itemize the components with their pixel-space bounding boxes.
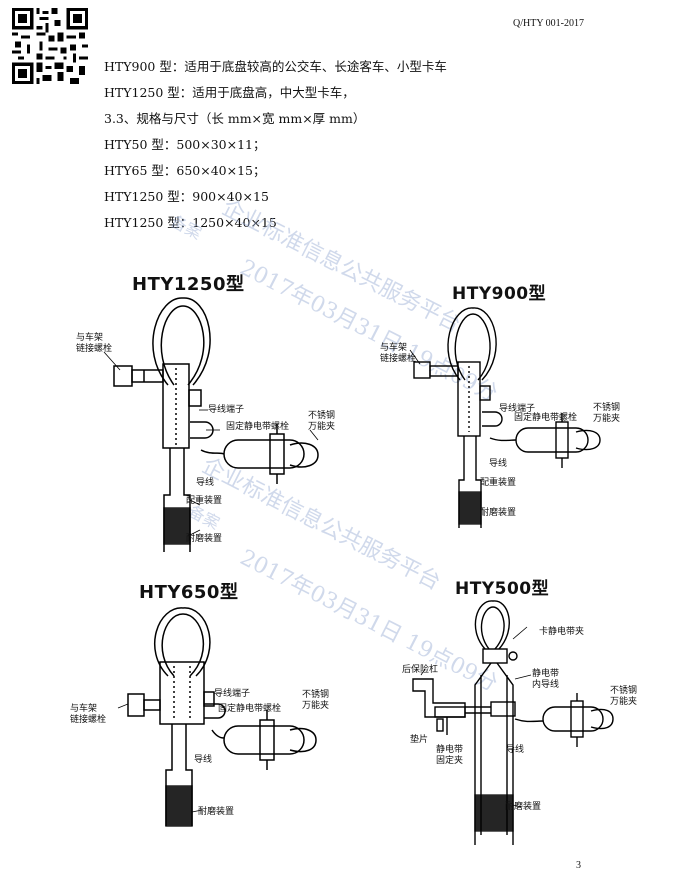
label-inner-wire: 静电带内导线: [532, 669, 560, 690]
doc-code: Q/HTY 001-2017: [512, 18, 584, 29]
body-line: HTY65 型：650×40×15；: [104, 163, 266, 178]
label-wire: 导线: [194, 755, 213, 765]
label-terminal: 导线端子: [499, 404, 536, 414]
label-strap-clamp: 静电带固定夹: [436, 745, 464, 766]
label-fix-bolt: 固定静电带螺栓: [514, 413, 578, 423]
label-wear: 耐磨装置: [480, 508, 517, 518]
label-wire: 导线: [489, 459, 508, 469]
label-wire: 导线: [196, 478, 215, 488]
label-wear: 耐磨装置: [505, 802, 542, 812]
diagram-title: HTY900型: [452, 284, 547, 304]
label-clamp: 不锈钢万能夹: [308, 411, 336, 432]
label-clamp: 不锈钢万能夹: [610, 686, 638, 707]
label-clamp: 不锈钢万能夹: [302, 690, 330, 711]
label-strap-clip: 卡静电带夹: [539, 627, 585, 637]
label-counterweight: 配重装置: [186, 496, 223, 506]
diagram-hty650-figure: [117, 607, 317, 827]
label-bumper: 后保险杠: [402, 665, 439, 675]
label-wear: 耐磨装置: [198, 807, 235, 817]
label-wire: 导线: [506, 745, 525, 755]
page-number: 3: [576, 860, 581, 871]
label-frame-bolt: 与车架链接螺栓: [380, 343, 417, 364]
diagram-hty500-figure: [412, 600, 614, 845]
label-fix-bolt: 固定静电带螺栓: [226, 422, 290, 432]
body-line: HTY50 型：500×30×11；: [104, 137, 266, 152]
label-terminal: 导线端子: [214, 689, 251, 699]
diagram-title: HTY500型: [455, 579, 550, 599]
diagram-title: HTY1250型: [132, 274, 245, 295]
label-counterweight: 配重装置: [480, 478, 517, 488]
label-clamp: 不锈钢万能夹: [593, 403, 621, 424]
diagram-hty1250-figure: [103, 297, 319, 552]
label-terminal: 导线端子: [208, 405, 245, 415]
label-fix-bolt: 固定静电带螺栓: [218, 704, 282, 714]
diagram-title: HTY650型: [139, 582, 239, 603]
label-frame-bolt: 与车架链接螺栓: [70, 704, 107, 725]
body-line: HTY1250 型：适用于底盘高，中大型卡车，: [104, 85, 355, 100]
qr-code: [12, 8, 88, 84]
label-frame-bolt: 与车架链接螺栓: [76, 333, 113, 354]
diagram-hty900-figure: [409, 307, 601, 528]
body-line: HTY900 型：适用于底盘较高的公交车、长途客车、小型卡车: [104, 59, 447, 74]
body-line: HTY1250 型：900×40×15: [104, 189, 269, 204]
body-text: HTY900 型：适用于底盘较高的公交车、长途客车、小型卡车 HTY1250 型…: [104, 54, 447, 236]
body-line: 3.3、规格与尺寸（长 mm×宽 mm×厚 mm）: [104, 111, 366, 126]
body-line: HTY1250 型：1250×40×15: [104, 215, 277, 230]
label-pad: 垫片: [410, 735, 429, 745]
label-wear: 耐磨装置: [186, 534, 223, 544]
